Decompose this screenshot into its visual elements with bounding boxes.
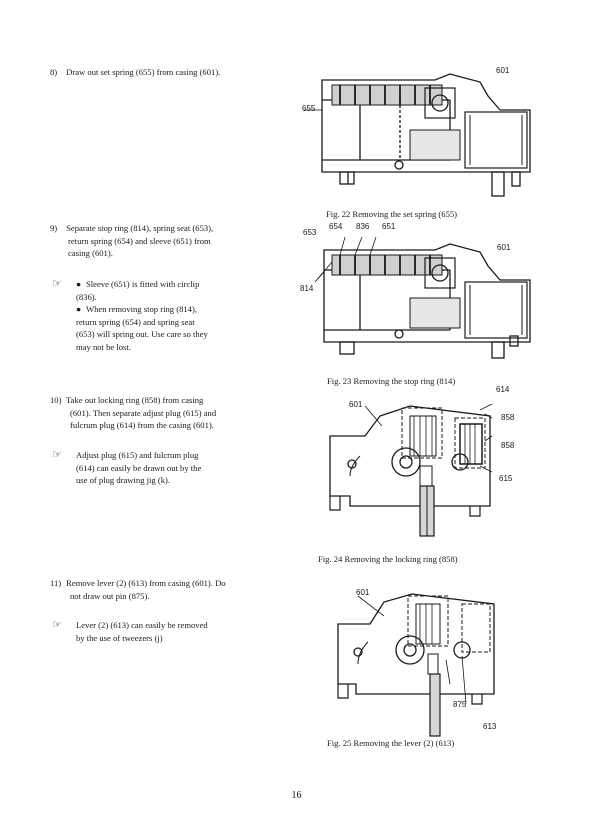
- step-10: 10) Take out locking ring (858) from cas…: [50, 395, 217, 431]
- pointing-hand-icon: ☞: [52, 448, 62, 461]
- fig23-label-836: 836: [356, 222, 370, 231]
- fig22-label-601: 601: [496, 66, 510, 75]
- step-11: 11) Remove lever (2) (613) from casing (…: [50, 578, 226, 601]
- fig22-label-655: 655: [302, 104, 316, 113]
- fig-24-drawing: [329, 403, 493, 537]
- fig-22-drawing: [304, 73, 531, 197]
- fig-24-caption: Fig. 24 Removing the locking ring (858): [318, 554, 458, 564]
- fig23-label-651: 651: [382, 222, 396, 231]
- pointing-hand-icon: ☞: [52, 618, 62, 631]
- fig23-label-654: 654: [329, 222, 343, 231]
- page-number: 16: [291, 790, 302, 801]
- fig23-label-653: 653: [303, 228, 317, 237]
- step-9: 9) Separate stop ring (814), spring seat…: [50, 223, 214, 259]
- note-10: ☞ Adjust plug (615) and fulcrum plug (61…: [52, 448, 202, 486]
- fig25-label-601: 601: [356, 588, 370, 597]
- fig25-label-875: 875: [453, 700, 467, 709]
- fig-25-caption: Fig. 25 Removing the lever (2) (613): [327, 738, 455, 748]
- note-9: ☞ ●Sleeve (651) is fitted with circlip (…: [52, 277, 208, 352]
- fig23-label-814: 814: [300, 284, 314, 293]
- fig24-label-858-a: 858: [501, 413, 515, 422]
- fig-22-caption: Fig. 22 Removing the set spring (655): [326, 209, 458, 219]
- fig-23-drawing: [314, 236, 531, 359]
- fig23-label-601: 601: [497, 243, 511, 252]
- fig24-label-615: 615: [499, 474, 513, 483]
- fig-23-caption: Fig. 23 Removing the stop ring (814): [327, 376, 456, 386]
- fig24-label-614: 614: [496, 385, 510, 394]
- step-8: 8) Draw out set spring (655) from casing…: [50, 67, 221, 77]
- fig24-label-858-b: 858: [501, 441, 515, 450]
- pointing-hand-icon: ☞: [52, 277, 62, 290]
- note-11: ☞ Lever (2) (613) can easily be removed …: [52, 618, 208, 643]
- fig24-label-601: 601: [349, 400, 363, 409]
- fig-25-drawing: [337, 593, 495, 737]
- fig25-label-613: 613: [483, 722, 497, 731]
